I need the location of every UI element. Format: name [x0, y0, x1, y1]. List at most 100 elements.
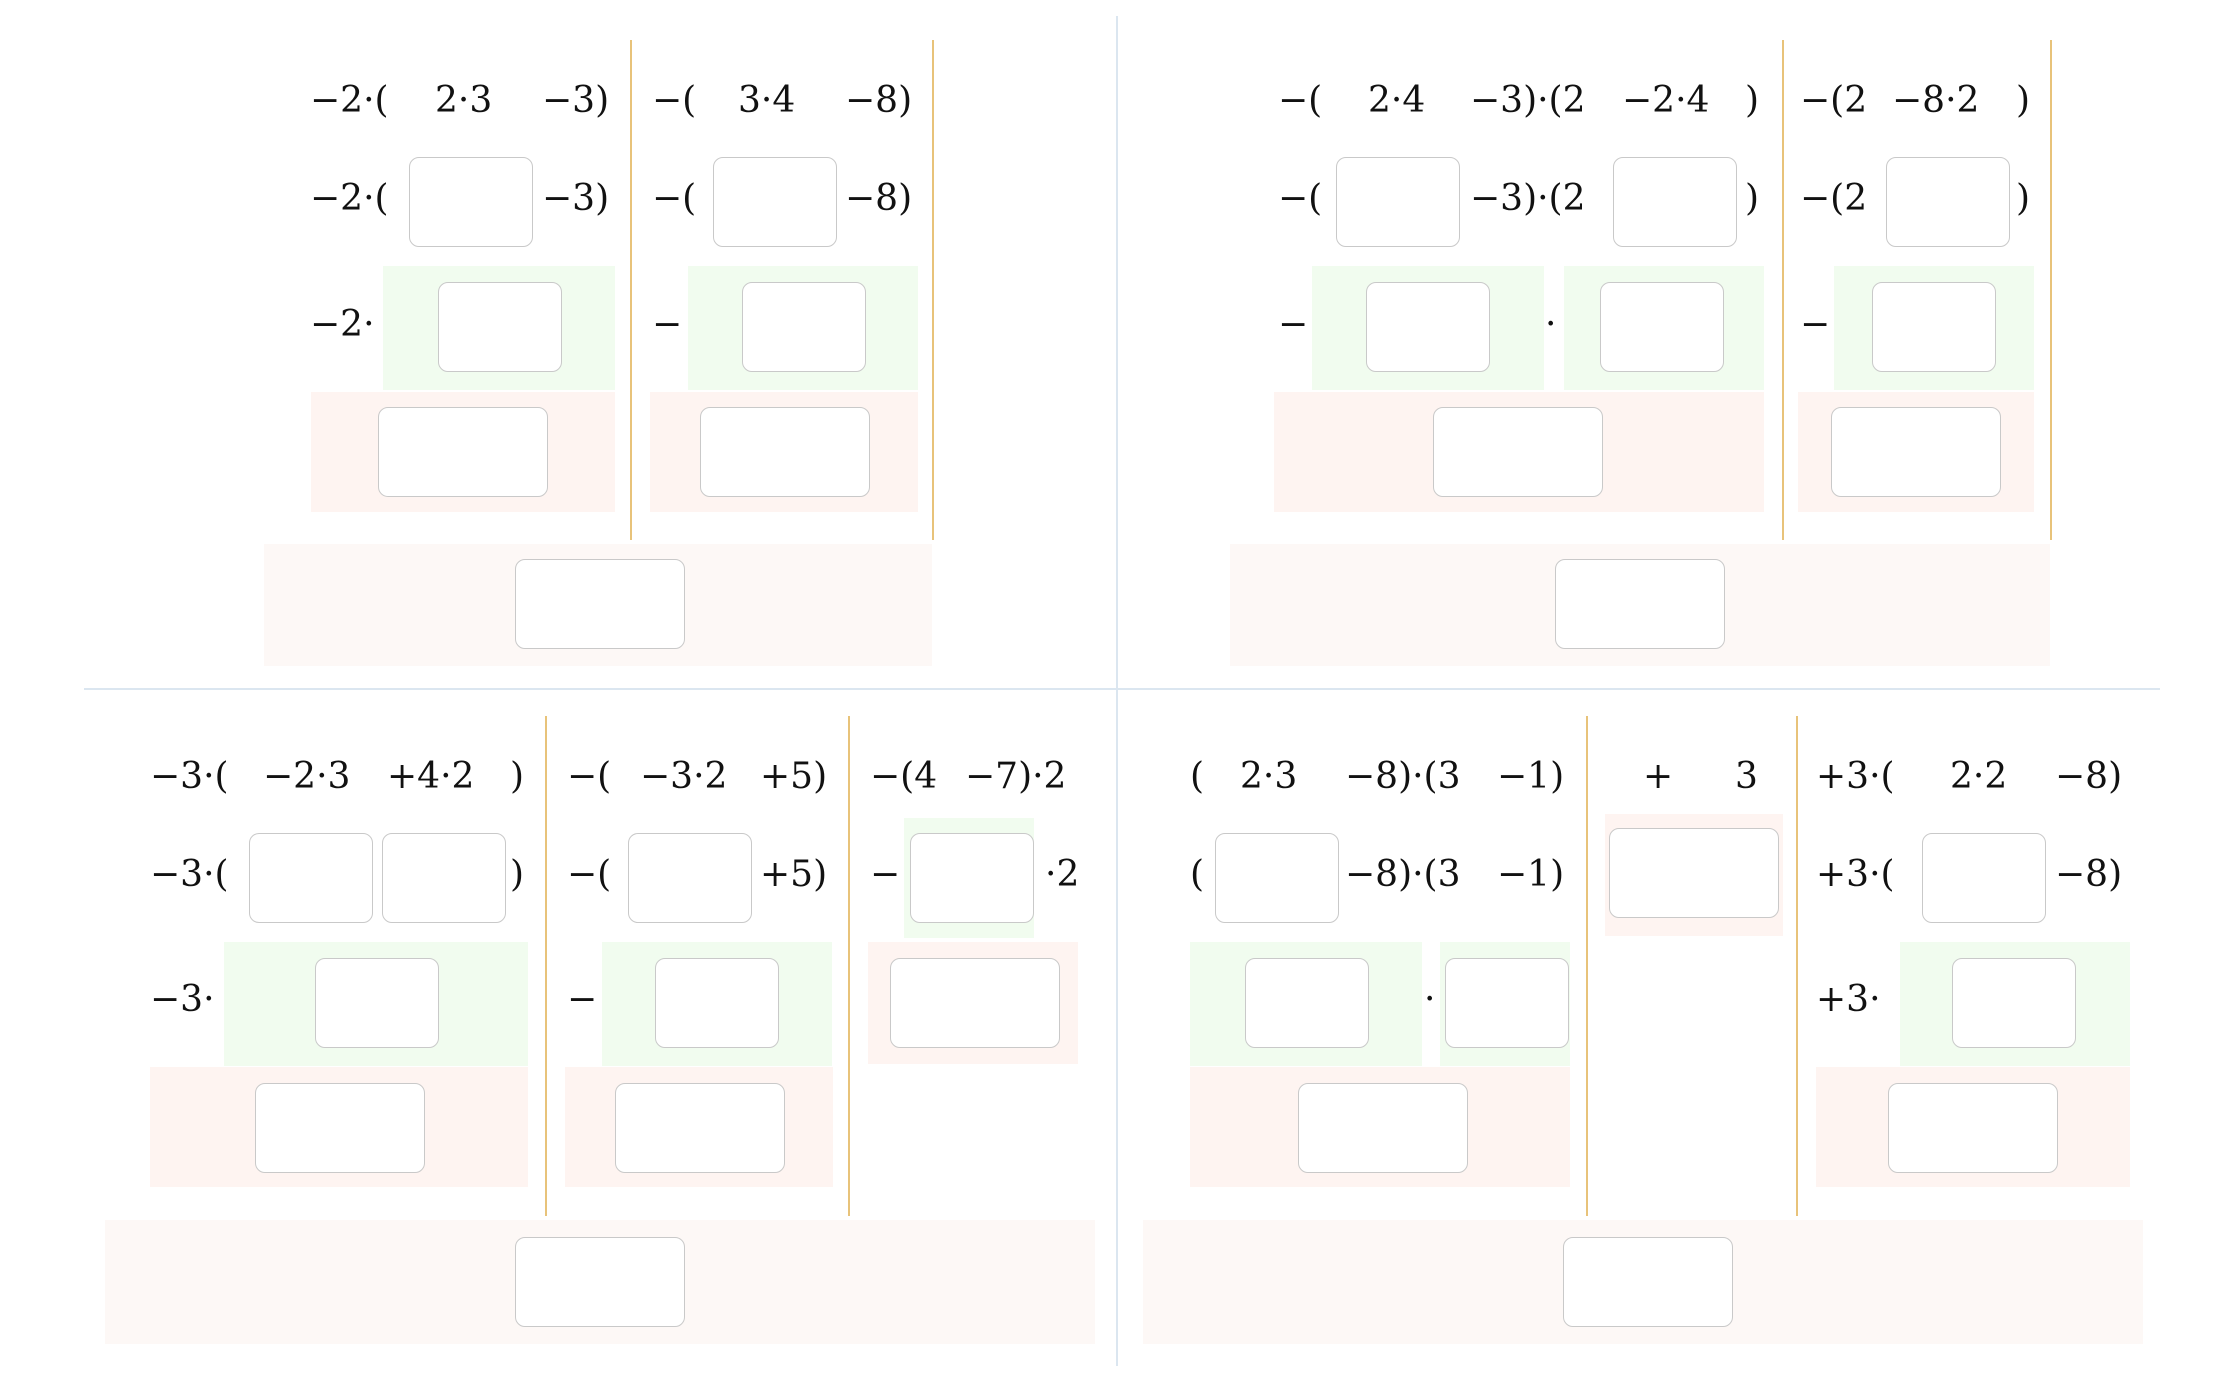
answer-input[interactable] — [1336, 157, 1460, 247]
expr-product: 2·2 — [1950, 756, 2008, 797]
expr-prefix: −(2 — [1800, 178, 1868, 219]
answer-input[interactable] — [1600, 282, 1724, 372]
answer-input[interactable] — [1888, 1083, 2058, 1173]
answer-input[interactable] — [1215, 833, 1339, 923]
expr-suffix: ) — [1745, 178, 1760, 219]
expr-number: 3 — [1735, 756, 1758, 797]
final-answer-input[interactable] — [515, 559, 685, 649]
answer-input[interactable] — [700, 407, 870, 497]
expr-prefix: +3· — [1816, 979, 1881, 1020]
column-separator — [1782, 40, 1784, 540]
expr-suffix: ) — [2016, 178, 2031, 219]
expr-prefix: −2· — [310, 304, 375, 345]
answer-input[interactable] — [1609, 828, 1779, 918]
answer-input[interactable] — [1433, 407, 1603, 497]
expr-prefix: −( — [1278, 80, 1323, 121]
expr-prefix: −2·( — [310, 80, 389, 121]
expr-middle: −8)·(3 — [1345, 854, 1461, 895]
answer-input[interactable] — [910, 833, 1034, 923]
expr-product: 2·4 — [1368, 80, 1426, 121]
expr-product: −8·2 — [1892, 80, 1980, 121]
column-separator — [1586, 716, 1588, 1216]
expr-middle: −3)·(2 — [1470, 178, 1586, 219]
expr-plus: + — [1643, 756, 1674, 797]
answer-input[interactable] — [1613, 157, 1737, 247]
expr-product: 2·3 — [435, 80, 493, 121]
expr-prefix: −( — [567, 854, 612, 895]
expr-suffix: ) — [1745, 80, 1760, 121]
expr-dot: · — [1545, 304, 1557, 345]
answer-input[interactable] — [1952, 958, 2076, 1048]
vertical-divider — [1116, 16, 1118, 1366]
expr-suffix: −1) — [1497, 854, 1565, 895]
column-separator — [932, 40, 934, 540]
expr-prefix: −( — [652, 178, 697, 219]
expr-prefix: − — [567, 979, 598, 1020]
answer-input[interactable] — [890, 958, 1060, 1048]
expr-prefix: ( — [1190, 756, 1205, 797]
answer-input[interactable] — [742, 282, 866, 372]
answer-input[interactable] — [1922, 833, 2046, 923]
answer-input[interactable] — [628, 833, 752, 923]
final-answer-input[interactable] — [1563, 1237, 1733, 1327]
answer-input[interactable] — [1872, 282, 1996, 372]
column-separator — [848, 716, 850, 1216]
answer-input[interactable] — [409, 157, 533, 247]
expr-prefix: −(4 — [870, 756, 938, 797]
expr-suffix: +5) — [760, 854, 828, 895]
answer-input[interactable] — [315, 958, 439, 1048]
expr-prefix: −2·( — [310, 178, 389, 219]
column-separator — [545, 716, 547, 1216]
expr-suffix: −8) — [845, 80, 913, 121]
answer-input[interactable] — [1245, 958, 1369, 1048]
answer-input[interactable] — [382, 833, 506, 923]
final-answer-input[interactable] — [515, 1237, 685, 1327]
expr-suffix: ) — [510, 854, 525, 895]
column-separator — [630, 40, 632, 540]
column-separator — [2050, 40, 2052, 540]
expr-prefix: −( — [652, 80, 697, 121]
answer-input[interactable] — [655, 958, 779, 1048]
horizontal-divider — [84, 688, 2160, 690]
expr-prefix: +3·( — [1816, 854, 1895, 895]
expr-dot: · — [1424, 979, 1436, 1020]
answer-input[interactable] — [1366, 282, 1490, 372]
answer-input[interactable] — [615, 1083, 785, 1173]
expr-prefix: − — [870, 854, 901, 895]
expr-prefix: −( — [1278, 178, 1323, 219]
answer-input[interactable] — [249, 833, 373, 923]
answer-input[interactable] — [1831, 407, 2001, 497]
answer-input[interactable] — [1886, 157, 2010, 247]
expr-prefix: −3·( — [150, 756, 229, 797]
expr-suffix: ) — [2016, 80, 2031, 121]
expr-product: −2·4 — [1622, 80, 1710, 121]
expr-suffix: ) — [510, 756, 525, 797]
answer-input[interactable] — [1445, 958, 1569, 1048]
expr-suffix: +5) — [760, 756, 828, 797]
expr-prefix: +3·( — [1816, 756, 1895, 797]
expr-suffix: −8) — [2055, 854, 2123, 895]
answer-input[interactable] — [438, 282, 562, 372]
expr-middle: −8)·(3 — [1345, 756, 1461, 797]
expr-prefix: −( — [567, 756, 612, 797]
expr-prefix: −3·( — [150, 854, 229, 895]
expr-suffix: −8) — [2055, 756, 2123, 797]
expr-prefix: −3· — [150, 979, 215, 1020]
expr-product: −3·2 — [640, 756, 728, 797]
answer-input[interactable] — [255, 1083, 425, 1173]
expr-suffix: −8) — [845, 178, 913, 219]
expr-suffix: ·2 — [1045, 854, 1080, 895]
final-answer-input[interactable] — [1555, 559, 1725, 649]
expr-product: 3·4 — [738, 80, 796, 121]
expr-product: +4·2 — [387, 756, 475, 797]
answer-input[interactable] — [713, 157, 837, 247]
expr-prefix: −(2 — [1800, 80, 1868, 121]
answer-input[interactable] — [378, 407, 548, 497]
expr-prefix: − — [1800, 304, 1831, 345]
answer-input[interactable] — [1298, 1083, 1468, 1173]
expr-prefix: ( — [1190, 854, 1205, 895]
expr-product: −2·3 — [263, 756, 351, 797]
expr-prefix: − — [1278, 304, 1309, 345]
expr-prefix: − — [652, 304, 683, 345]
expr-suffix: −7)·2 — [965, 756, 1067, 797]
